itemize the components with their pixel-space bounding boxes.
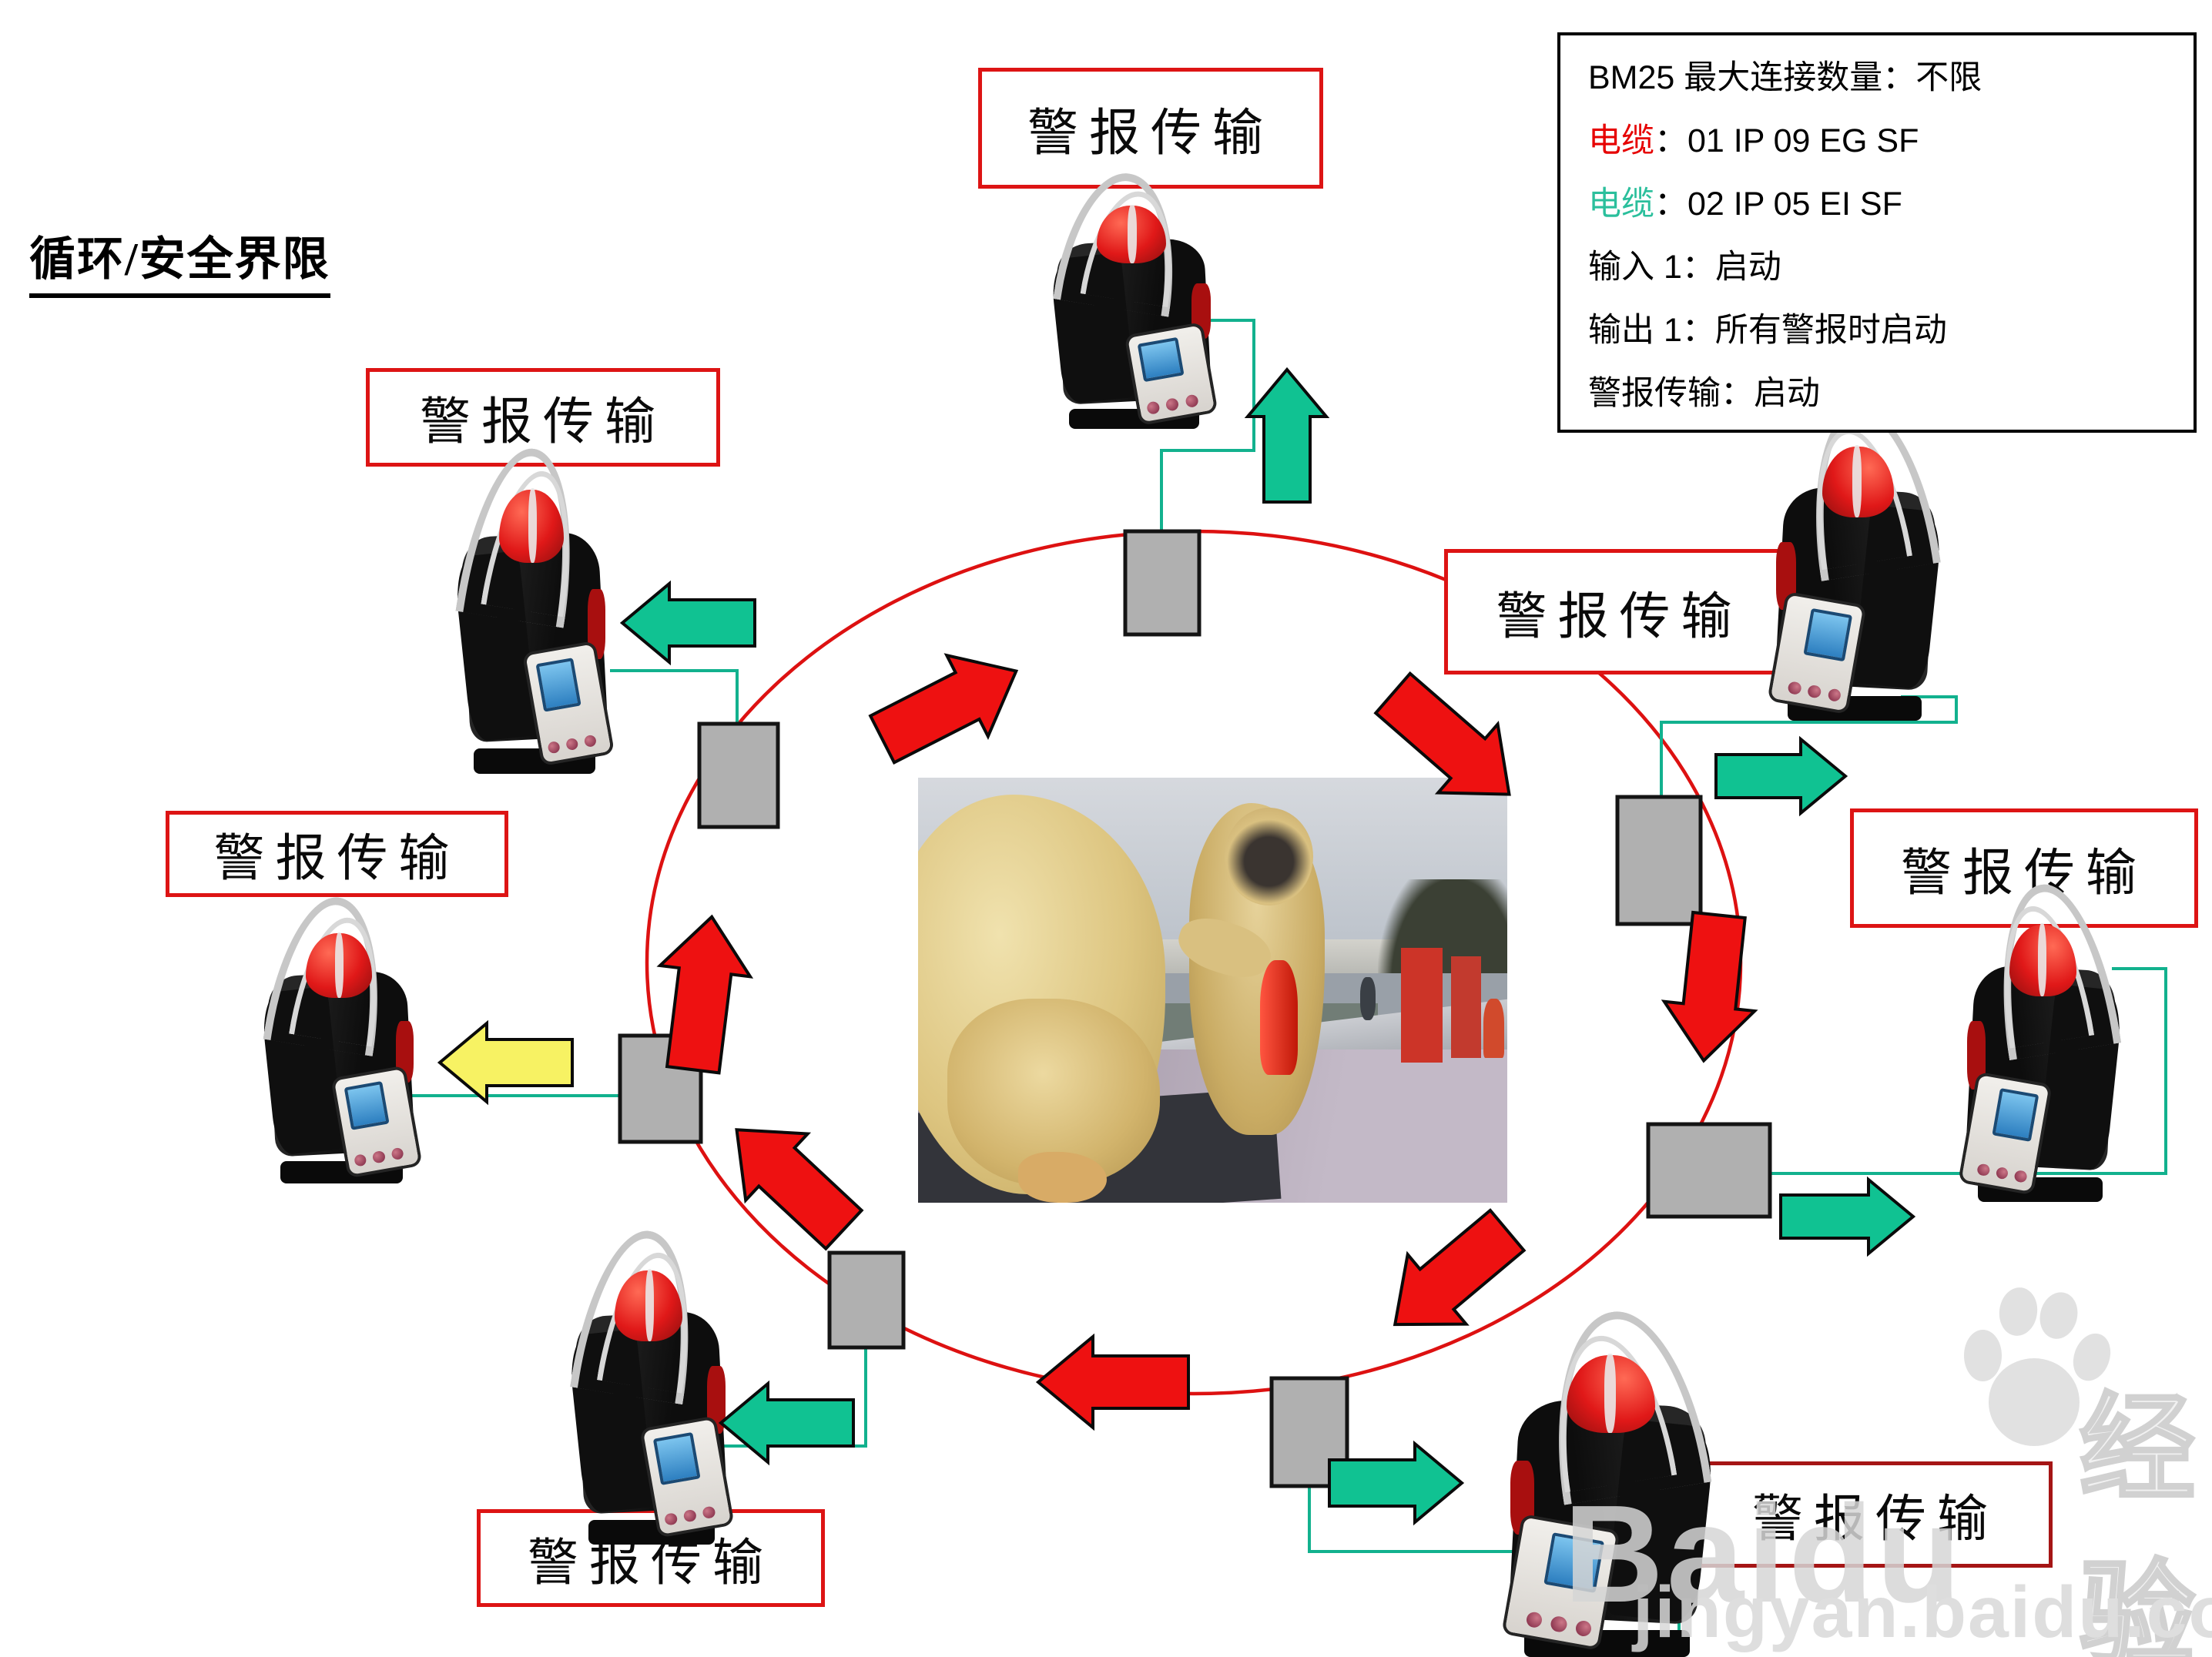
ring-junction-node [1123,529,1202,637]
photo-fuel-pump [1401,947,1443,1063]
flow-arrow-icon [868,653,1019,765]
flow-arrow-icon [1661,910,1758,1063]
info-line: 输入 1：启动 [1588,240,2194,288]
alarm-transmission-label-text: 警报传输 [1752,1491,1999,1548]
flow-arrow-icon [735,1128,864,1251]
alarm-out-arrow-icon [1244,367,1330,504]
photo-person [1359,977,1376,1020]
cable-connector-line [1160,319,1255,533]
bm25-gas-detector [260,889,419,1184]
device-side-light [395,1020,414,1083]
info-line-text: 输入 1：启动 [1588,249,1781,286]
alarm-out-arrow-icon [619,580,756,666]
alarm-out-arrow-icon [1328,1440,1465,1526]
info-line: 电缆：02 IP 05 EI SF [1588,177,2194,225]
cable-connector-line [1660,695,1958,798]
cable-connector-line [610,669,739,725]
info-line-text: 警报传输：启动 [1588,375,1820,412]
info-line: 电缆：01 IP 09 EG SF [1588,114,2194,162]
info-line-prefix: 电缆 [1588,123,1654,159]
ring-junction-node [1646,1122,1772,1219]
beacon-light-icon [499,488,565,564]
photo-fire-extinguisher [1259,960,1299,1076]
info-line-text: 输出 1：所有警报时启动 [1588,312,1947,349]
info-line: 输出 1：所有警报时启动 [1588,303,2194,351]
alarm-transmission-label: 警报传输 [366,368,720,467]
alarm-transmission-label: 警报传输 [477,1509,825,1607]
alarm-transmission-label: 警报传输 [1444,549,1795,675]
device-side-light [588,588,606,659]
page-title: 循环/安全界限 [29,222,330,298]
alarm-transmission-label: 警报传输 [1698,1461,2053,1568]
flow-arrow-icon [1373,671,1511,796]
alarm-out-arrow-icon [718,1380,855,1466]
beacon-light-icon [305,932,372,999]
bm25-gas-detector [452,440,612,775]
ring-junction-node [827,1250,906,1350]
alarm-transmission-label: 警报传输 [166,811,508,897]
info-line: BM25 最大连接数量：不限 [1588,51,2194,99]
flow-arrow-icon [1035,1333,1190,1431]
bm25-gas-detector [1049,165,1215,429]
flow-arrow-icon [1393,1208,1527,1327]
info-line-text: ：01 IP 09 EG SF [1654,122,1919,159]
alarm-transmission-label-text: 警报传输 [1901,845,2147,902]
photo-fuel-pump [1451,956,1481,1059]
photo-boot [1018,1151,1107,1203]
alarm-transmission-label-text: 警报传输 [1496,588,1743,645]
ring-junction-node [1615,795,1703,926]
flow-arrow-icon [656,914,754,1075]
alarm-transmission-label-text: 警报传输 [420,394,666,450]
info-line-text: ：02 IP 05 EI SF [1654,186,1902,223]
info-line-prefix: 电缆 [1588,186,1654,223]
ring-junction-node [697,721,780,829]
info-line: 警报传输：启动 [1588,367,2194,414]
alarm-out-arrow-icon [1714,735,1848,817]
hazmat-scene-photo [918,778,1507,1203]
beacon-light-icon [615,1269,682,1341]
alarm-out-arrow-yellow-icon [437,1019,574,1106]
photo-cone [1483,999,1505,1059]
alarm-transmission-label: 警报传输 [1850,808,2198,928]
alarm-transmission-label-text: 警报传输 [213,831,461,887]
photo-hood [1224,807,1313,905]
alarm-out-arrow-icon [1779,1176,1916,1257]
beacon-light-icon [1096,204,1167,263]
alarm-transmission-label-text: 警报传输 [1027,105,1274,162]
info-line-text: BM25 最大连接数量：不限 [1588,59,1982,96]
alarm-transmission-label: 警报传输 [978,68,1323,189]
